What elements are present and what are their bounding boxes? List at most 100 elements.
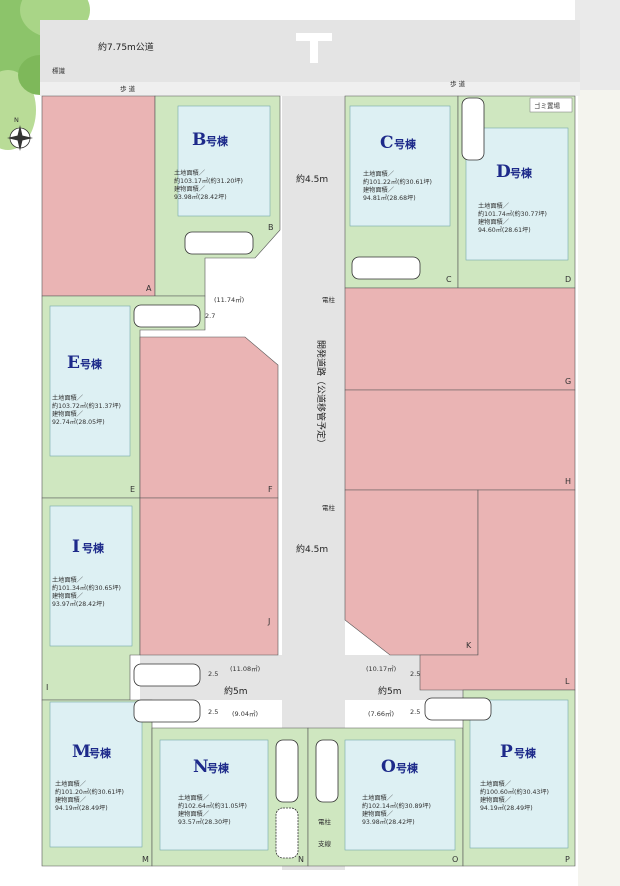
plot-letter-g: G — [565, 377, 571, 386]
svg-text:94.81㎡(28.68坪): 94.81㎡(28.68坪) — [363, 194, 416, 202]
svg-text:建物面積／: 建物面積／ — [52, 592, 83, 600]
svg-text:建物面積／: 建物面積／ — [55, 796, 86, 804]
sign-label: 標識 — [52, 66, 66, 75]
house-b-label: B 号棟 土地面積／ 約103.17㎡(約31.20坪) 建物面積／ 93.98… — [174, 130, 243, 201]
sidewalk — [40, 82, 580, 96]
plot-letter-e: E — [130, 485, 135, 494]
svg-text:約100.60㎡(約30.43坪): 約100.60㎡(約30.43坪) — [480, 788, 549, 796]
svg-text:C: C — [380, 133, 394, 153]
public-road-label: 約7.75m公道 — [98, 41, 154, 53]
svg-text:建物面積／: 建物面積／ — [52, 410, 83, 418]
plot-letter-a: A — [146, 284, 152, 293]
plot-letter-p: P — [565, 855, 570, 864]
svg-text:建物面積／: 建物面積／ — [362, 810, 393, 818]
svg-text:約103.17㎡(約31.20坪): 約103.17㎡(約31.20坪) — [174, 177, 243, 185]
plot-letter-l: L — [565, 677, 570, 686]
svg-text:約102.14㎡(約30.89坪): 約102.14㎡(約30.89坪) — [362, 802, 431, 810]
svg-text:号棟: 号棟 — [80, 357, 103, 371]
house-p-label: P 号棟 土地面積／ 約100.60㎡(約30.43坪) 建物面積／ 94.19… — [480, 742, 549, 812]
plot-j — [139, 497, 279, 656]
svg-text:号棟: 号棟 — [514, 746, 537, 760]
house-d-label: D 号棟 土地面積／ 約101.74㎡(約30.77坪) 建物面積／ 94.60… — [478, 162, 547, 234]
svg-text:建物面積／: 建物面積／ — [174, 185, 205, 193]
dim-note-op-side: 2.5 — [410, 708, 420, 716]
house-o-footprint — [344, 739, 456, 851]
house-e-label: E 号棟 土地面積／ 約103.72㎡(約31.37坪) 建物面積／ 92.74… — [52, 353, 121, 426]
svg-text:O: O — [381, 757, 396, 777]
dim-note-ae: (11.74㎡) — [214, 295, 244, 304]
svg-text:号棟: 号棟 — [510, 166, 533, 180]
svg-text:D: D — [496, 162, 511, 182]
road-width-top: 約4.5m — [296, 173, 328, 185]
house-p-footprint — [469, 699, 569, 849]
compass-label: N — [14, 116, 19, 124]
house-b-footprint — [177, 105, 271, 217]
plot-letter-h: H — [565, 477, 571, 486]
svg-text:約102.64㎡(約31.05坪): 約102.64㎡(約31.05坪) — [178, 802, 247, 810]
svg-text:号棟: 号棟 — [207, 761, 230, 775]
dim-note-ji: (11.08㎡) — [230, 664, 260, 673]
house-e-footprint — [49, 305, 131, 457]
plot-letter-b: B — [268, 223, 274, 232]
plot-l — [419, 489, 576, 691]
svg-text:約101.34㎡(約30.65坪): 約101.34㎡(約30.65坪) — [52, 584, 121, 592]
plot-letter-j: J — [267, 617, 270, 626]
svg-text:94.19㎡(28.49坪): 94.19㎡(28.49坪) — [480, 804, 533, 812]
svg-text:建物面積／: 建物面積／ — [178, 810, 209, 818]
svg-text:I: I — [72, 537, 80, 557]
plot-letter-c: C — [446, 275, 452, 284]
svg-text:94.19㎡(28.49坪): 94.19㎡(28.49坪) — [55, 804, 108, 812]
svg-text:建物面積／: 建物面積／ — [480, 796, 511, 804]
svg-text:92.74㎡(28.05坪): 92.74㎡(28.05坪) — [52, 418, 105, 426]
svg-text:土地面積／: 土地面積／ — [478, 202, 509, 210]
svg-text:93.98㎡(28.42坪): 93.98㎡(28.42坪) — [174, 193, 227, 201]
development-road-label: 開発道路（公道移管予定） — [315, 340, 327, 448]
plot-letter-i: I — [46, 683, 48, 692]
garbage-label: ゴミ置場 — [534, 101, 561, 110]
background-panel — [578, 90, 620, 886]
plot-letter-d: D — [565, 275, 571, 284]
svg-text:P: P — [500, 742, 513, 762]
dim-note-mn-side: 2.5 — [208, 708, 218, 716]
support-wire-label: 支線 — [318, 839, 332, 848]
dim-note-ji-side: 2.5 — [208, 670, 218, 678]
svg-text:約101.74㎡(約30.77坪): 約101.74㎡(約30.77坪) — [478, 210, 547, 218]
house-n-footprint — [159, 739, 269, 851]
svg-text:土地面積／: 土地面積／ — [174, 169, 205, 177]
svg-text:E: E — [67, 353, 80, 373]
dim-note-ae-side: 2.7 — [205, 312, 215, 320]
right-sidewalk-label: 歩 道 — [450, 79, 466, 88]
house-o-label: O 号棟 土地面積／ 約102.14㎡(約30.89坪) 建物面積／ 93.98… — [362, 757, 431, 826]
svg-text:号棟: 号棟 — [89, 746, 112, 760]
svg-text:土地面積／: 土地面積／ — [55, 780, 86, 788]
house-n-label: N 号棟 土地面積／ 約102.64㎡(約31.05坪) 建物面積／ 93.57… — [178, 757, 247, 826]
plot-letter-o: O — [452, 855, 458, 864]
house-m-footprint — [49, 701, 143, 848]
road-width-lower-right: 約5m — [378, 685, 402, 697]
pole-label-1: 電柱 — [322, 295, 336, 304]
svg-text:土地面積／: 土地面積／ — [363, 170, 394, 178]
left-sidewalk-label: 歩 道 — [120, 84, 136, 93]
svg-text:建物面積／: 建物面積／ — [478, 218, 509, 226]
house-m-label: M 号棟 土地面積／ 約101.20㎡(約30.61坪) 建物面積／ 94.19… — [55, 742, 124, 812]
dim-note-op: (7.66㎡) — [368, 709, 394, 718]
house-i-label: I 号棟 土地面積／ 約101.34㎡(約30.65坪) 建物面積／ 93.97… — [52, 537, 121, 608]
pole-label-3: 電柱 — [318, 817, 332, 826]
svg-text:93.97㎡(28.42坪): 93.97㎡(28.42坪) — [52, 600, 105, 608]
house-i-footprint — [49, 505, 133, 647]
svg-text:約101.22㎡(約30.61坪): 約101.22㎡(約30.61坪) — [363, 178, 432, 186]
pole-label-2: 電柱 — [322, 503, 336, 512]
road-width-middle: 約4.5m — [296, 543, 328, 555]
t-junction-icon — [296, 33, 332, 63]
svg-text:土地面積／: 土地面積／ — [362, 794, 393, 802]
plot-letter-f: F — [268, 485, 273, 494]
svg-text:土地面積／: 土地面積／ — [480, 780, 511, 788]
svg-text:約103.72㎡(約31.37坪): 約103.72㎡(約31.37坪) — [52, 402, 121, 410]
svg-text:号棟: 号棟 — [394, 137, 417, 151]
svg-text:N: N — [193, 757, 209, 777]
house-c-footprint — [349, 105, 451, 227]
svg-text:B: B — [192, 130, 206, 150]
compass-icon — [7, 125, 33, 151]
road-width-lower-left: 約5m — [224, 685, 248, 697]
